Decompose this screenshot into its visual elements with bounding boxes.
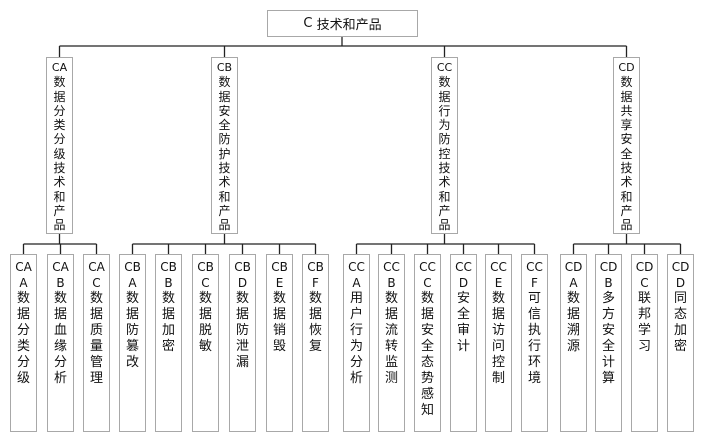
node-label: 多方安全计算	[601, 291, 615, 386]
node-label: 可信执行环境	[527, 291, 541, 386]
node-label: 数据访问控制	[491, 291, 505, 386]
node-label: 用户行为分析	[349, 291, 363, 386]
root-code: C	[303, 16, 313, 31]
root-label: 技术和产品	[316, 18, 382, 33]
node-code: CAA	[15, 260, 32, 290]
node-label: 数据防泄漏	[235, 291, 249, 370]
node-code: CDD	[671, 260, 690, 290]
node-code: CDA	[564, 260, 583, 290]
node-code: CBB	[160, 260, 177, 290]
node-code: CCC	[419, 260, 436, 290]
node-code: CCA	[348, 260, 365, 290]
node-code: CCB	[383, 260, 400, 290]
node-code: CBA	[124, 260, 141, 290]
node-label: 数据质量管理	[89, 291, 103, 386]
node-label: 安全审计	[456, 291, 470, 354]
node-label: 数据加密	[161, 291, 175, 354]
node-label: 同态加密	[673, 291, 687, 354]
node-code: CBD	[234, 260, 251, 290]
node-code: CDB	[599, 260, 618, 290]
root-node: C 技术和产品	[267, 10, 418, 37]
node-label: 数据恢复	[308, 291, 322, 354]
node-label: 数据分类分级技术和产品	[53, 75, 66, 233]
node-code: CD	[618, 61, 635, 74]
node-code: CBC	[197, 260, 214, 290]
node-code: CAB	[52, 260, 69, 290]
node-label: 数据销毁	[272, 291, 286, 354]
node-code: CBF	[307, 260, 324, 290]
node-label: 数据安全态势感知	[420, 291, 434, 418]
node-label: 数据溯源	[566, 291, 580, 354]
node-code: CCF	[526, 260, 543, 290]
node-code: CCE	[490, 260, 507, 290]
node-label: 数据安全防护技术和产品	[218, 75, 231, 233]
node-code: CDC	[635, 260, 654, 290]
node-code: CA	[51, 61, 68, 74]
node-label: 数据行为防控技术和产品	[438, 75, 451, 233]
node-label: 数据防篡改	[125, 291, 139, 370]
node-label: 联邦学习	[637, 291, 651, 354]
node-code: CCD	[455, 260, 472, 290]
node-label: 数据血缘分析	[53, 291, 67, 386]
node-label: 数据分类分级	[16, 291, 30, 386]
node-label: 数据脱敏	[198, 291, 212, 354]
node-code: CB	[216, 61, 233, 74]
node-label: 数据共享安全技术和产品	[620, 75, 633, 233]
node-label: 数据流转监测	[384, 291, 398, 386]
node-code: CAC	[88, 260, 105, 290]
node-code: CBE	[271, 260, 288, 290]
node-code: CC	[436, 61, 453, 74]
